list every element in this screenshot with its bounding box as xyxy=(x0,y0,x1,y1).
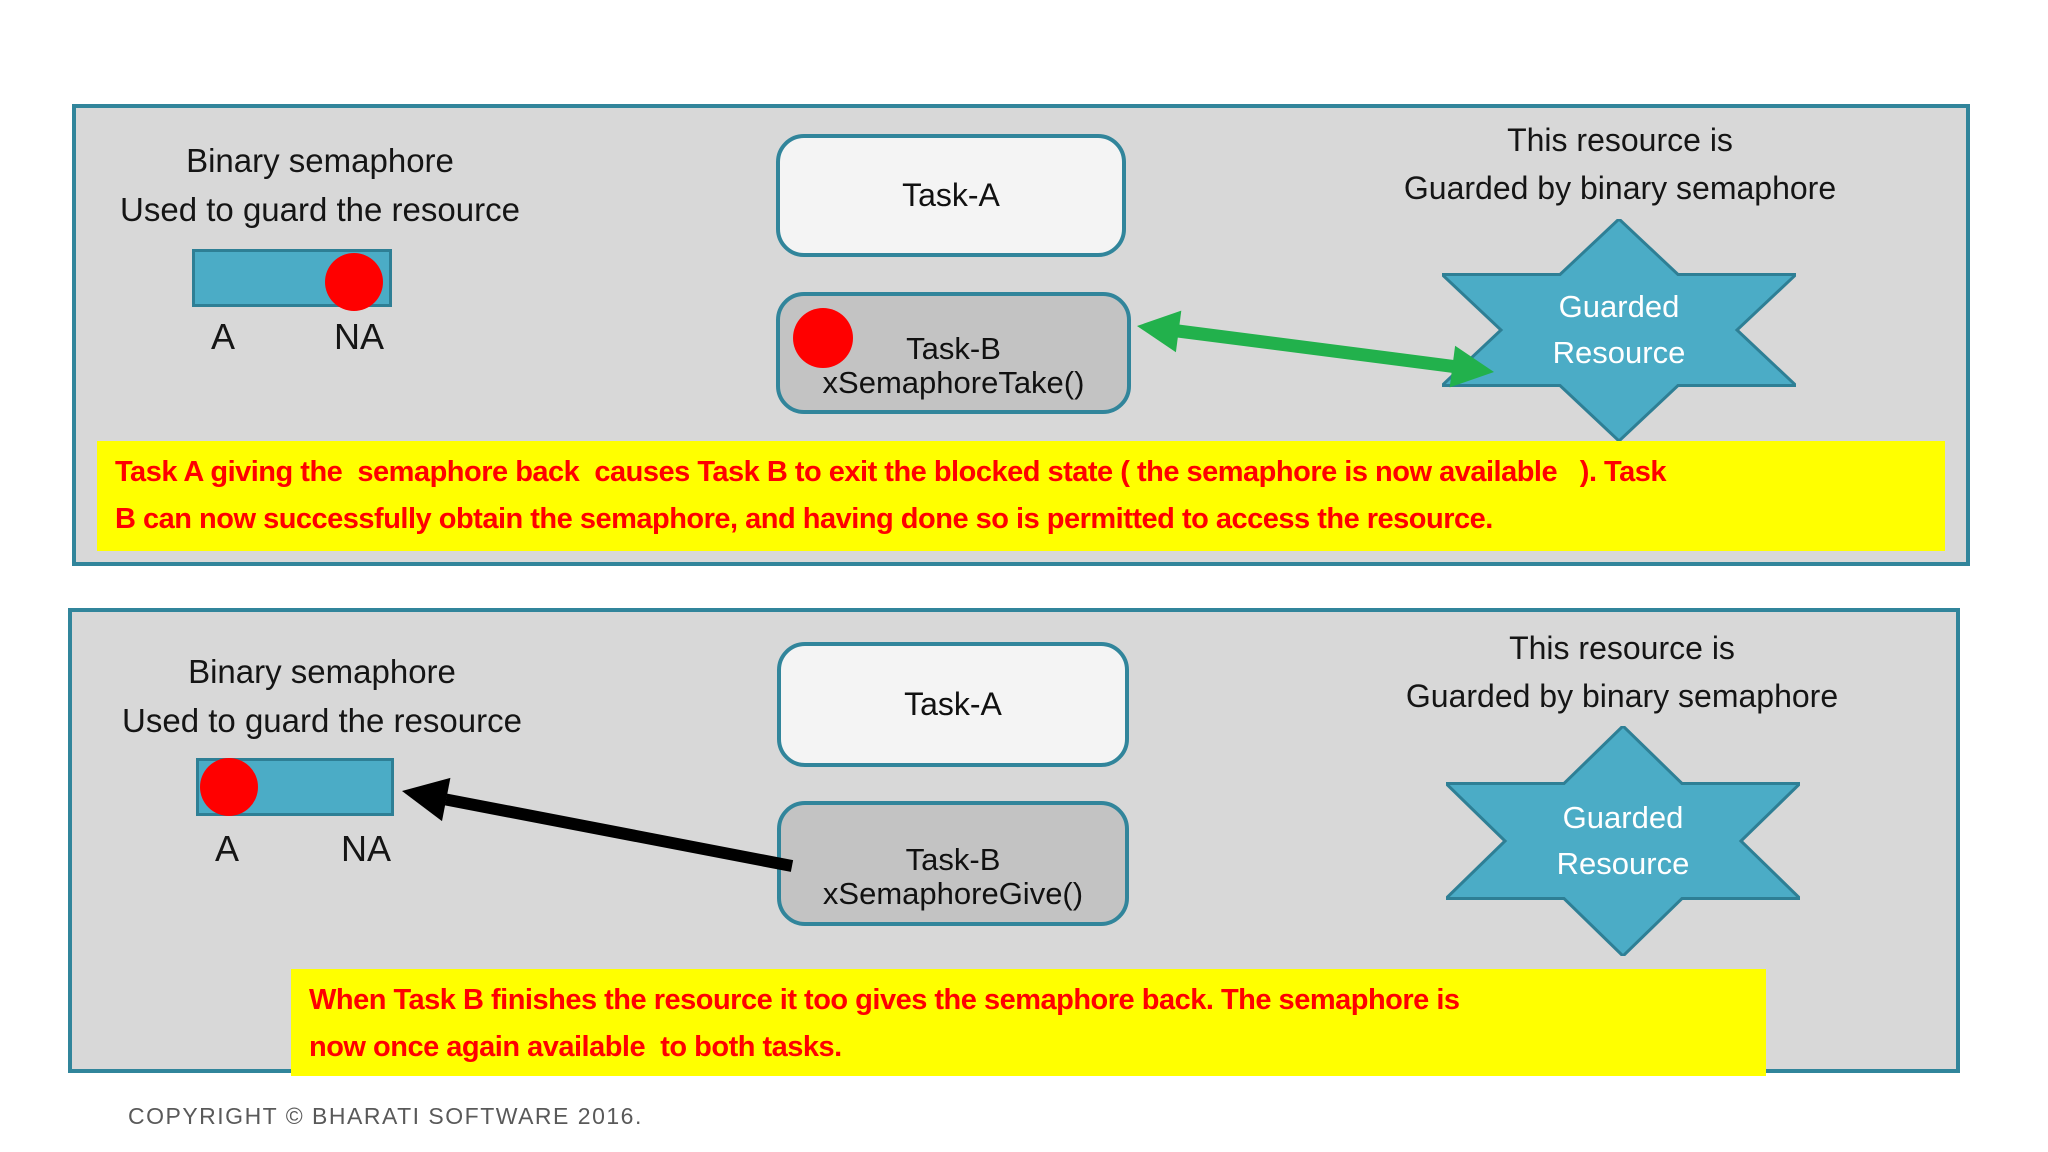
star-icon xyxy=(1442,219,1796,441)
resource-heading: This resource is Guarded by binary semap… xyxy=(1403,122,1837,206)
task-a-label: Task-A xyxy=(904,686,1002,722)
semaphore-not-available-label: NA xyxy=(333,316,384,357)
guarded-resource-label: Guarded Resource xyxy=(1552,289,1686,370)
semaphore-available-label: A xyxy=(214,828,239,869)
task-a-box: Task-A xyxy=(777,642,1129,767)
guarded-resource-star: Guarded Resource xyxy=(1446,726,1800,956)
semaphore-not-available-label: NA xyxy=(340,828,391,869)
semaphore-heading: Binary semaphore Used to guard the resou… xyxy=(120,142,520,228)
task-b-box: Task-B xSemaphoreTake() xyxy=(776,292,1131,414)
task-b-blocked-token xyxy=(793,308,853,368)
semaphore-available-label: A xyxy=(210,316,235,357)
star-icon xyxy=(1446,726,1800,956)
task-a-label: Task-A xyxy=(902,177,1000,213)
resource-heading: This resource is Guarded by binary semap… xyxy=(1405,630,1839,714)
semaphore-token xyxy=(325,253,383,311)
give-arrow-icon xyxy=(402,777,794,872)
semaphore-heading: Binary semaphore Used to guard the resou… xyxy=(122,653,522,739)
double-arrow-icon xyxy=(1137,310,1494,388)
semaphore-token xyxy=(200,758,258,816)
task-b-box: Task-B xSemaphoreGive() xyxy=(777,801,1129,926)
caption-highlight: Task A giving the semaphore back causes … xyxy=(97,441,1945,551)
task-b-label: Task-B xSemaphoreTake() xyxy=(822,331,1085,400)
copyright-text: COPYRIGHT © BHARATI SOFTWARE 2016. xyxy=(128,1103,643,1129)
task-a-box: Task-A xyxy=(776,134,1126,257)
panel-semaphore-take: Binary semaphore Used to guard the resou… xyxy=(72,104,1970,566)
caption-highlight: When Task B finishes the resource it too… xyxy=(291,969,1766,1076)
guarded-resource-star: Guarded Resource xyxy=(1442,219,1796,441)
task-b-label: Task-B xSemaphoreGive() xyxy=(822,841,1084,911)
guarded-resource-label: Guarded Resource xyxy=(1556,800,1690,881)
panel-semaphore-give: Binary semaphore Used to guard the resou… xyxy=(68,608,1960,1076)
